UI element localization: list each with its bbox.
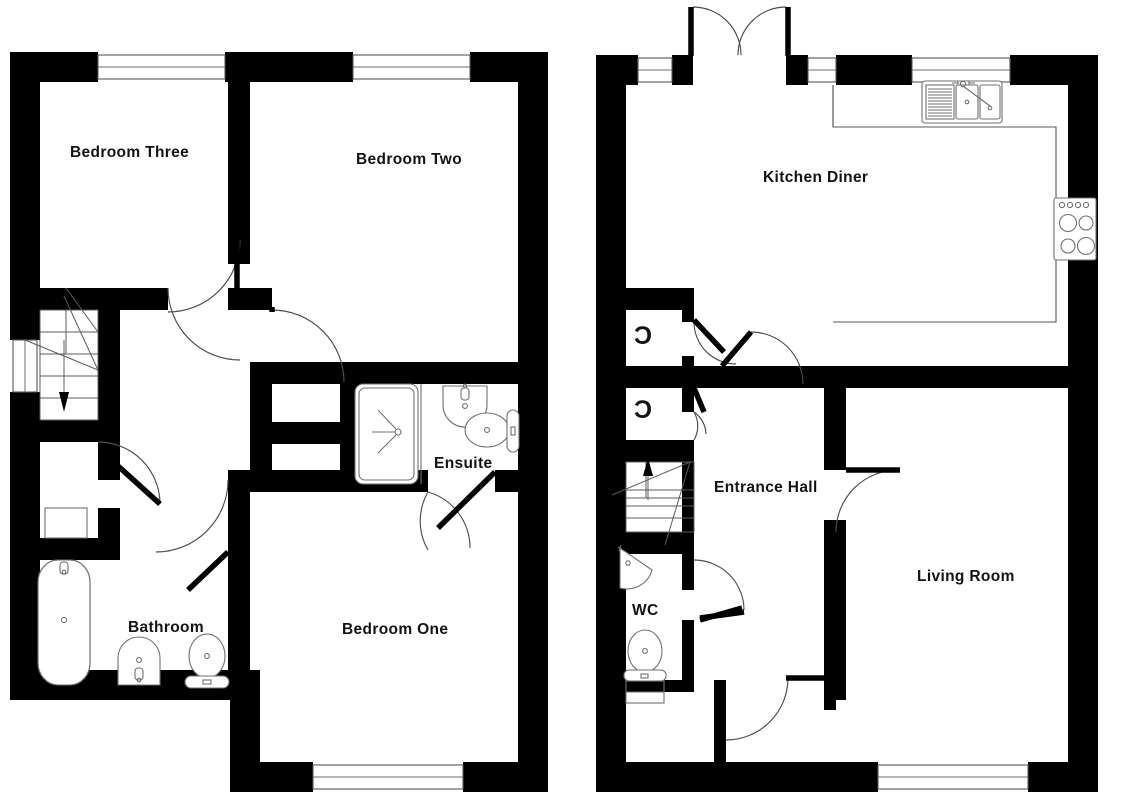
cooker-hob-icon — [1053, 197, 1097, 261]
door-living-room — [835, 467, 900, 533]
room-label-bedroom-three: Bedroom Three — [70, 144, 189, 161]
wc-fixtures — [617, 544, 667, 704]
door-bedroom-one — [155, 479, 230, 592]
door-cupboard-lower — [691, 386, 707, 441]
staircase-up — [611, 458, 695, 546]
door-bathroom — [97, 441, 162, 507]
toilet-icon — [184, 633, 230, 689]
window-bedroom-three — [97, 54, 226, 80]
first-floor-doors — [97, 239, 497, 592]
door-bedroom-two — [269, 307, 345, 383]
ground-floor-internal-walls — [626, 288, 1068, 792]
window-living-room — [877, 764, 1029, 790]
room-label-bathroom: Bathroom — [128, 619, 204, 636]
toilet-icon — [623, 629, 667, 704]
airing-cupboard — [44, 507, 88, 539]
door-cupboard-upper — [691, 318, 737, 365]
door-bedroom-three — [167, 239, 241, 361]
ground-floor-doors — [688, 6, 900, 741]
toilet-icon — [464, 409, 520, 453]
cupboard-label-lower: C — [634, 396, 652, 424]
ground-floor-windows — [637, 57, 1029, 790]
room-label-ensuite: Ensuite — [434, 455, 492, 472]
door-kitchen-hall — [719, 330, 804, 385]
bathtub-icon — [37, 559, 91, 686]
window-kitchen-left — [637, 57, 673, 83]
first-floor-windows — [12, 54, 471, 790]
ensuite-fixtures — [354, 383, 520, 485]
first-floor-exterior-walls — [10, 52, 548, 792]
staircase-down — [24, 287, 99, 421]
window-bedroom-one — [312, 764, 464, 790]
room-label-entrance-hall: Entrance Hall — [714, 479, 818, 496]
ground-floor-exterior-walls — [596, 55, 1098, 792]
kitchen-worktop — [832, 85, 1057, 323]
wash-basin-icon — [117, 636, 161, 686]
room-label-living-room: Living Room — [917, 568, 1015, 585]
room-label-wc: WC — [632, 602, 659, 619]
first-floor-labels: Bedroom Three Bedroom Two Ensuite Bathro… — [70, 144, 492, 638]
window-kitchen-right — [807, 57, 837, 83]
door-wc — [693, 559, 745, 623]
corner-wash-basin-icon — [617, 544, 653, 590]
window-kitchen-rear — [911, 57, 1011, 83]
shower-tray-icon — [354, 383, 419, 485]
first-floor-plan: Bedroom Three Bedroom Two Ensuite Bathro… — [10, 52, 548, 792]
bathroom-fixtures — [37, 559, 230, 689]
sink-drainer — [925, 84, 955, 120]
room-label-bedroom-two: Bedroom Two — [356, 151, 462, 168]
ground-floor-labels: Kitchen Diner Entrance Hall WC Living Ro… — [632, 169, 1015, 619]
room-label-kitchen-diner: Kitchen Diner — [763, 169, 868, 186]
door-ensuite — [419, 470, 497, 551]
ground-floor-plan: Kitchen Diner Entrance Hall WC Living Ro… — [596, 6, 1098, 792]
door-front-entrance — [725, 675, 828, 741]
first-floor-internal-walls — [40, 82, 520, 682]
cupboard-label-upper: C — [634, 322, 652, 350]
window-bedroom-two — [352, 54, 471, 80]
room-label-bedroom-one: Bedroom One — [342, 621, 448, 638]
window-landing — [12, 339, 38, 393]
kitchen-sink-icon — [921, 80, 1003, 124]
door-kitchen-french — [688, 6, 791, 56]
